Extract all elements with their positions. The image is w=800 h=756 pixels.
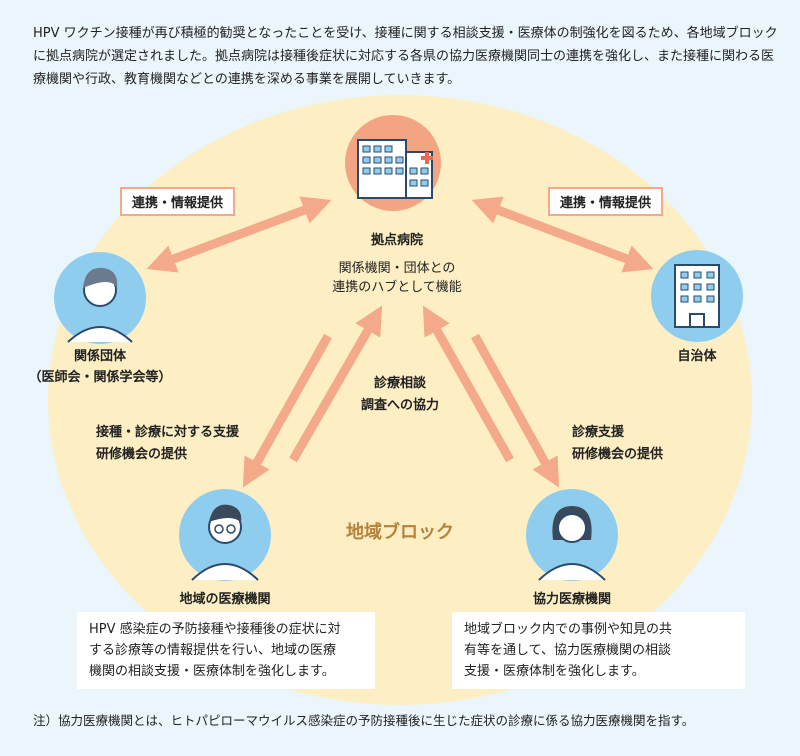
local-doctor-icon (179, 489, 271, 581)
flow-right-2: 研修機会の提供 (572, 447, 664, 462)
region-label: 地域ブロック (346, 522, 454, 543)
flow-center-2: 調査への協力 (360, 398, 440, 413)
assoc-title: 関係団体 (73, 349, 127, 364)
assoc-sub: （医師会・関係学会等） (28, 370, 172, 385)
hub-desc-2: 連携のハブとして機能 (332, 280, 462, 295)
footnote: 注）協力医療機関とは、ヒトパピローマウイルス感染症の予防接種後に生じた症状の診療… (33, 713, 695, 728)
flow-center-1: 診療相談 (373, 376, 427, 391)
coop-desc-3: 支援・医療体制を強化します。 (464, 664, 645, 679)
local-desc-3: 機関の相談支援・医療体制を強化します。 (89, 664, 335, 679)
cooperating-doctor-icon (526, 489, 618, 581)
gov-title: 自治体 (677, 349, 717, 364)
intro-text: HPV ワクチン接種が再び積極的勧奨となったことを受け、接種に関する相談支援・医… (33, 26, 778, 87)
arrow-hub-gov (471, 196, 654, 273)
local-desc-2: する診療等の情報提供を行い、地域の医療 (89, 643, 337, 658)
arrow-to-hub-right (422, 305, 514, 463)
association-person-icon (54, 252, 146, 344)
tag-right-collab: 連携・情報提供 (548, 187, 664, 216)
hospital-icon (345, 115, 441, 211)
coop-desc-1: 地域ブロック内での事例や知見の共 (464, 622, 673, 637)
local-title: 地域の医療機関 (179, 592, 271, 607)
tag-left-collab: 連携・情報提供 (120, 187, 236, 216)
flow-left-1: 接種・診療に対する支援 (96, 425, 240, 440)
hub-desc-1: 関係機関・団体との (338, 261, 456, 276)
government-building-icon (651, 250, 743, 342)
local-desc-1: HPV 感染症の予防接種や接種後の症状に対 (89, 622, 341, 637)
coop-desc-box: 地域ブロック内での事例や知見の共 有等を通して、協力医療機関の相談 支援・医療体… (452, 612, 745, 689)
hub-title: 拠点病院 (370, 233, 424, 248)
arrow-from-local (289, 305, 383, 463)
arrow-to-local (242, 333, 332, 488)
flow-left-2: 研修機会の提供 (96, 447, 188, 462)
flow-right-1: 診療支援 (572, 425, 625, 440)
coop-desc-2: 有等を通して、協力医療機関の相談 (464, 643, 671, 658)
arrow-to-coop (471, 333, 559, 488)
local-desc-box: HPV 感染症の予防接種や接種後の症状に対 する診療等の情報提供を行い、地域の医… (77, 612, 375, 689)
coop-title: 協力医療機関 (532, 592, 612, 607)
arrow-hub-assoc (146, 196, 332, 273)
